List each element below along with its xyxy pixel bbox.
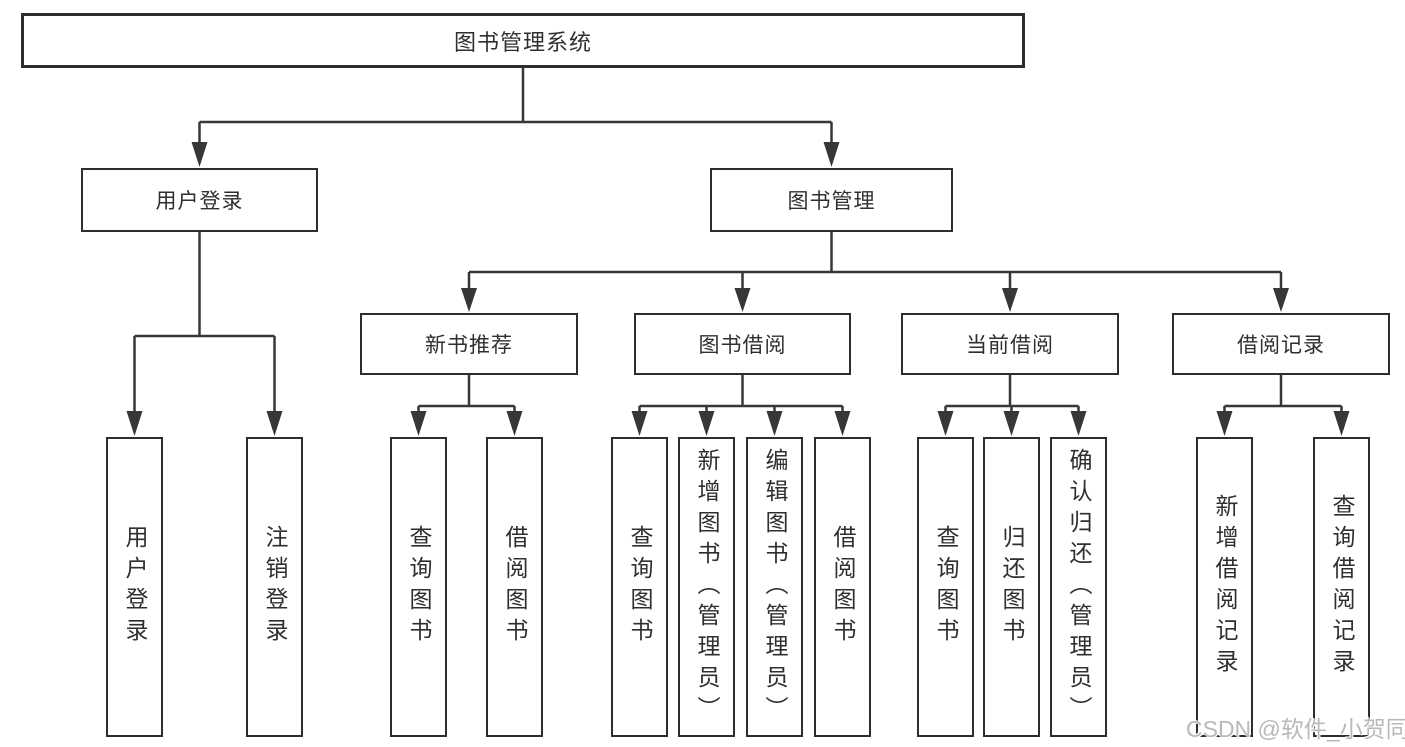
leaf-query-books-current-label: 查询图书 xyxy=(933,525,959,649)
leaf-confirm-return-admin: 确认归还（管理员） xyxy=(1050,437,1107,737)
node-user-login: 用户登录 xyxy=(81,168,318,232)
leaf-add-borrow-record-label: 新增借阅记录 xyxy=(1212,494,1238,680)
leaf-user-login: 用户登录 xyxy=(106,437,163,737)
node-new-book-recommend: 新书推荐 xyxy=(360,313,578,375)
leaf-query-borrow-record: 查询借阅记录 xyxy=(1313,437,1370,737)
leaf-edit-book-admin-label: 编辑图书（管理员） xyxy=(762,447,788,727)
leaf-query-books-current: 查询图书 xyxy=(917,437,974,737)
leaf-query-books-recommend: 查询图书 xyxy=(390,437,447,737)
leaf-borrow-books-recommend-label: 借阅图书 xyxy=(502,525,528,649)
leaf-query-books-borrow: 查询图书 xyxy=(611,437,668,737)
leaf-borrow-books: 借阅图书 xyxy=(814,437,871,737)
leaf-return-book-label: 归还图书 xyxy=(999,525,1025,649)
arrowhead-icons xyxy=(126,142,1350,436)
leaf-query-borrow-record-label: 查询借阅记录 xyxy=(1329,494,1355,680)
leaf-borrow-books-label: 借阅图书 xyxy=(830,525,856,649)
leaf-edit-book-admin: 编辑图书（管理员） xyxy=(746,437,803,737)
csdn-watermark: CSDN @软件_小贺同学 xyxy=(1186,716,1405,742)
leaf-user-login-label: 用户登录 xyxy=(122,525,148,649)
node-library-management-system: 图书管理系统 xyxy=(21,13,1025,68)
leaf-confirm-return-admin-label: 确认归还（管理员） xyxy=(1066,447,1092,727)
leaf-logout: 注销登录 xyxy=(246,437,303,737)
leaf-query-books-borrow-label: 查询图书 xyxy=(627,525,653,649)
leaf-logout-label: 注销登录 xyxy=(262,525,288,649)
leaf-add-borrow-record: 新增借阅记录 xyxy=(1196,437,1253,737)
node-current-borrow: 当前借阅 xyxy=(901,313,1119,375)
node-borrow-records: 借阅记录 xyxy=(1172,313,1390,375)
leaf-return-book: 归还图书 xyxy=(983,437,1040,737)
leaf-add-book-admin: 新增图书（管理员） xyxy=(678,437,735,737)
leaf-add-book-admin-label: 新增图书（管理员） xyxy=(694,447,720,727)
leaf-query-books-recommend-label: 查询图书 xyxy=(406,525,432,649)
node-book-management: 图书管理 xyxy=(710,168,953,232)
leaf-borrow-books-recommend: 借阅图书 xyxy=(486,437,543,737)
node-book-borrow: 图书借阅 xyxy=(634,313,851,375)
